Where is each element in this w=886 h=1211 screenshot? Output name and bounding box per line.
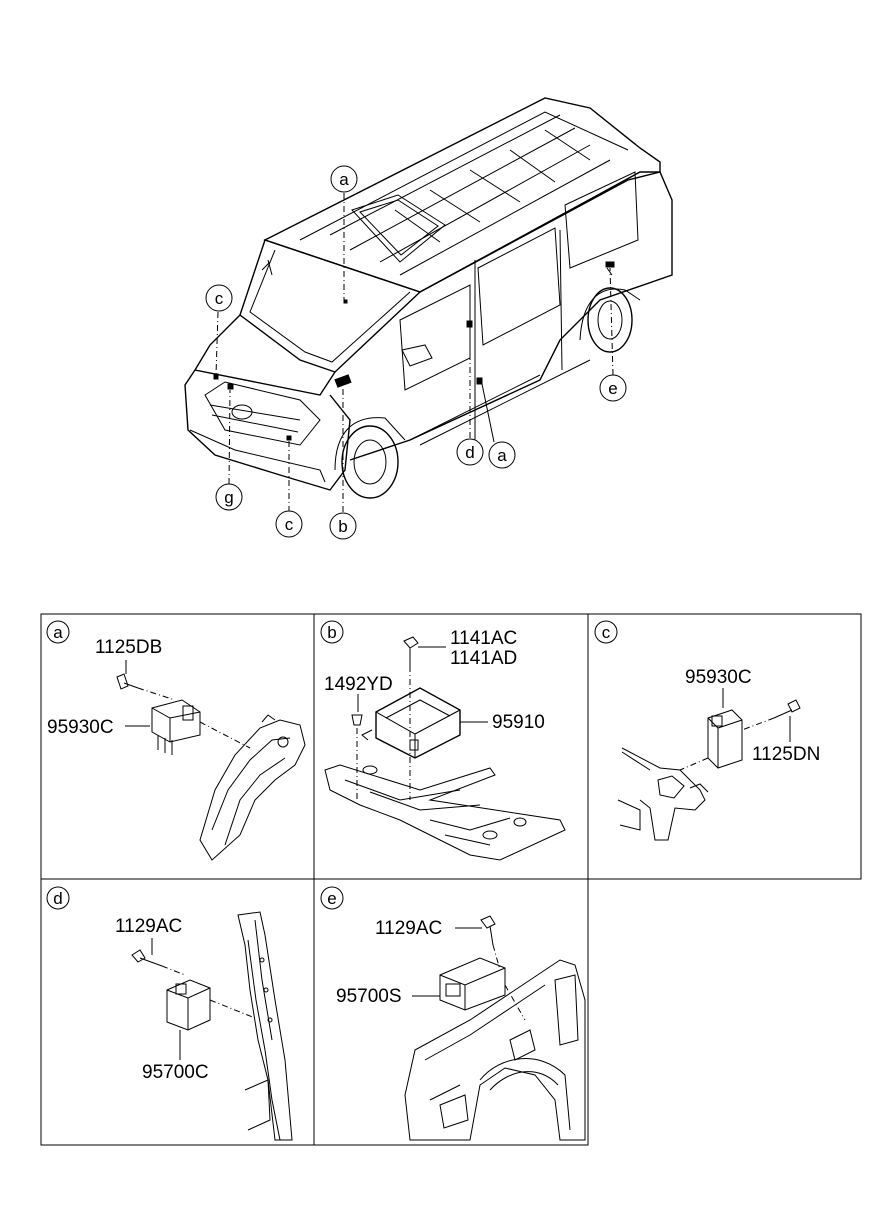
panel-c: c 95930C 1125DN <box>594 620 820 841</box>
callout-a-side: a <box>488 441 516 469</box>
label-95910: 95910 <box>492 712 545 733</box>
label-1125DB: 1125DB <box>95 637 162 658</box>
svg-text:a: a <box>497 446 507 465</box>
vehicle-overview <box>184 97 673 512</box>
svg-text:c: c <box>285 515 294 534</box>
callout-a-roof: a <box>330 165 358 193</box>
label-95930C-c: 95930C <box>685 667 752 688</box>
panel-d-letter: d <box>53 889 62 908</box>
panel-e-letter: e <box>327 889 336 908</box>
svg-text:c: c <box>215 289 224 308</box>
label-95700C: 95700C <box>142 1062 209 1083</box>
svg-text:d: d <box>465 443 474 462</box>
panel-b-letter: b <box>327 623 336 642</box>
callout-e-rear: e <box>599 374 627 402</box>
label-95700S: 95700S <box>336 986 402 1007</box>
panel-d: d 1129AC 95700C <box>46 886 293 1141</box>
svg-text:b: b <box>338 517 347 536</box>
label-1141AC: 1141AC <box>450 628 517 649</box>
callout-c-bumper: c <box>275 510 303 538</box>
svg-text:g: g <box>224 488 233 507</box>
svg-text:e: e <box>608 379 617 398</box>
callout-g-front: g <box>215 483 243 511</box>
panel-a-letter: a <box>53 623 63 642</box>
label-1129AC-d: 1129AC <box>115 916 182 937</box>
detail-grid <box>40 613 862 1146</box>
panel-e: e 1129AC 95700S <box>320 886 586 1141</box>
callout-d-pillar: d <box>456 438 484 466</box>
label-1129AC-e: 1129AC <box>375 918 442 939</box>
panel-b: b 1141AC 1141AD 1492YD 95910 <box>320 620 566 861</box>
label-1125DN: 1125DN <box>752 744 820 765</box>
label-1141AD: 1141AD <box>450 648 517 669</box>
panel-a: a 1125DB 95930C <box>46 620 306 861</box>
callout-b-center: b <box>329 512 357 540</box>
panel-c-letter: c <box>602 623 611 642</box>
callout-c-left: c <box>205 284 233 312</box>
label-95930C-a: 95930C <box>47 717 114 738</box>
label-1492YD: 1492YD <box>324 674 393 695</box>
svg-text:a: a <box>339 170 349 189</box>
